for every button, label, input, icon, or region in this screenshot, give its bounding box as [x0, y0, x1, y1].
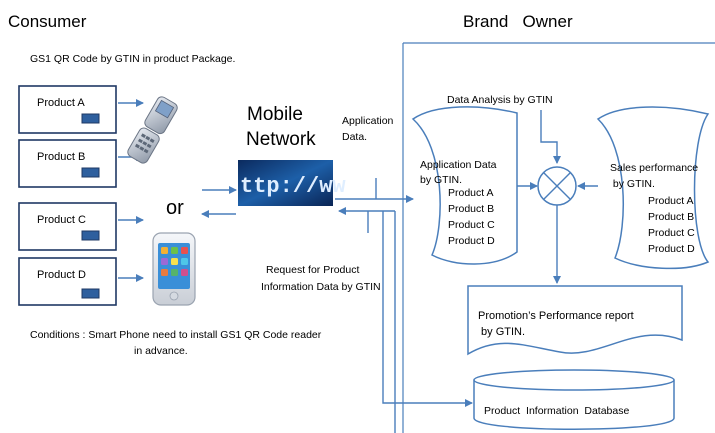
data-analysis-label: Data Analysis by GTIN	[447, 94, 553, 106]
product-box-c: Product C	[18, 202, 117, 251]
mobile-network-label-line1: Mobile	[247, 104, 303, 125]
conditions-line1: Conditions : Smart Phone need to install…	[30, 329, 322, 341]
app-data-title-line1: Application Data	[420, 159, 497, 171]
product-a-label: Product A	[37, 97, 85, 109]
conditions-line2: in advance.	[134, 345, 188, 357]
consumer-header: Consumer	[8, 12, 87, 31]
qr-code-icon	[81, 113, 100, 124]
package-note: GS1 QR Code by GTIN in product Package.	[30, 53, 235, 65]
qr-code-icon	[81, 230, 100, 241]
sales-performance-document	[596, 106, 710, 270]
sales-item: Product B	[648, 211, 694, 223]
flip-phone-icon	[127, 96, 178, 164]
qr-code-icon	[81, 288, 100, 299]
application-data-label-line2: Data.	[342, 131, 367, 143]
promotion-report-document	[467, 285, 683, 356]
smartphone-icon	[152, 232, 196, 306]
product-box-b: Product B	[18, 139, 117, 188]
sales-item: Product D	[648, 243, 695, 255]
product-d-label: Product D	[37, 269, 86, 281]
request-label-line2: Information Data by GTIN	[261, 281, 381, 293]
merge-circle-icon	[537, 166, 577, 206]
network-url-text: ttp://ww	[240, 174, 346, 199]
network-image: ttp://ww	[238, 160, 346, 206]
app-data-item: Product A	[448, 187, 494, 199]
product-c-label: Product C	[37, 214, 86, 226]
app-data-item: Product C	[448, 219, 495, 231]
promotion-report-line2: by GTIN.	[478, 326, 525, 338]
app-data-title-line2: by GTIN.	[420, 174, 462, 186]
promotion-report-line1: Promotion’s Performance report	[478, 310, 634, 322]
brand-owner-header: Brand Owner	[463, 12, 573, 31]
application-data-label-line1: Application	[342, 115, 394, 127]
mobile-network-label-line2: Network	[246, 129, 316, 150]
product-box-d: Product D	[18, 257, 117, 306]
app-data-item: Product D	[448, 235, 495, 247]
or-label: or	[166, 197, 184, 219]
sales-title-line2: by GTIN.	[610, 178, 655, 190]
sales-item: Product A	[648, 195, 694, 207]
arrow-to-database	[382, 211, 473, 407]
qr-code-icon	[81, 167, 100, 178]
application-data-document	[411, 106, 518, 265]
product-database-cylinder: Product Information Database	[473, 369, 675, 430]
product-b-label: Product B	[37, 151, 85, 163]
app-data-item: Product B	[448, 203, 494, 215]
database-label: Product Information Database	[484, 405, 629, 417]
request-label-line1: Request for Product	[266, 264, 359, 276]
product-box-a: Product A	[18, 85, 117, 134]
arrow-data-analysis	[540, 110, 561, 164]
sales-title-line1: Sales performance	[610, 162, 698, 174]
sales-item: Product C	[648, 227, 695, 239]
